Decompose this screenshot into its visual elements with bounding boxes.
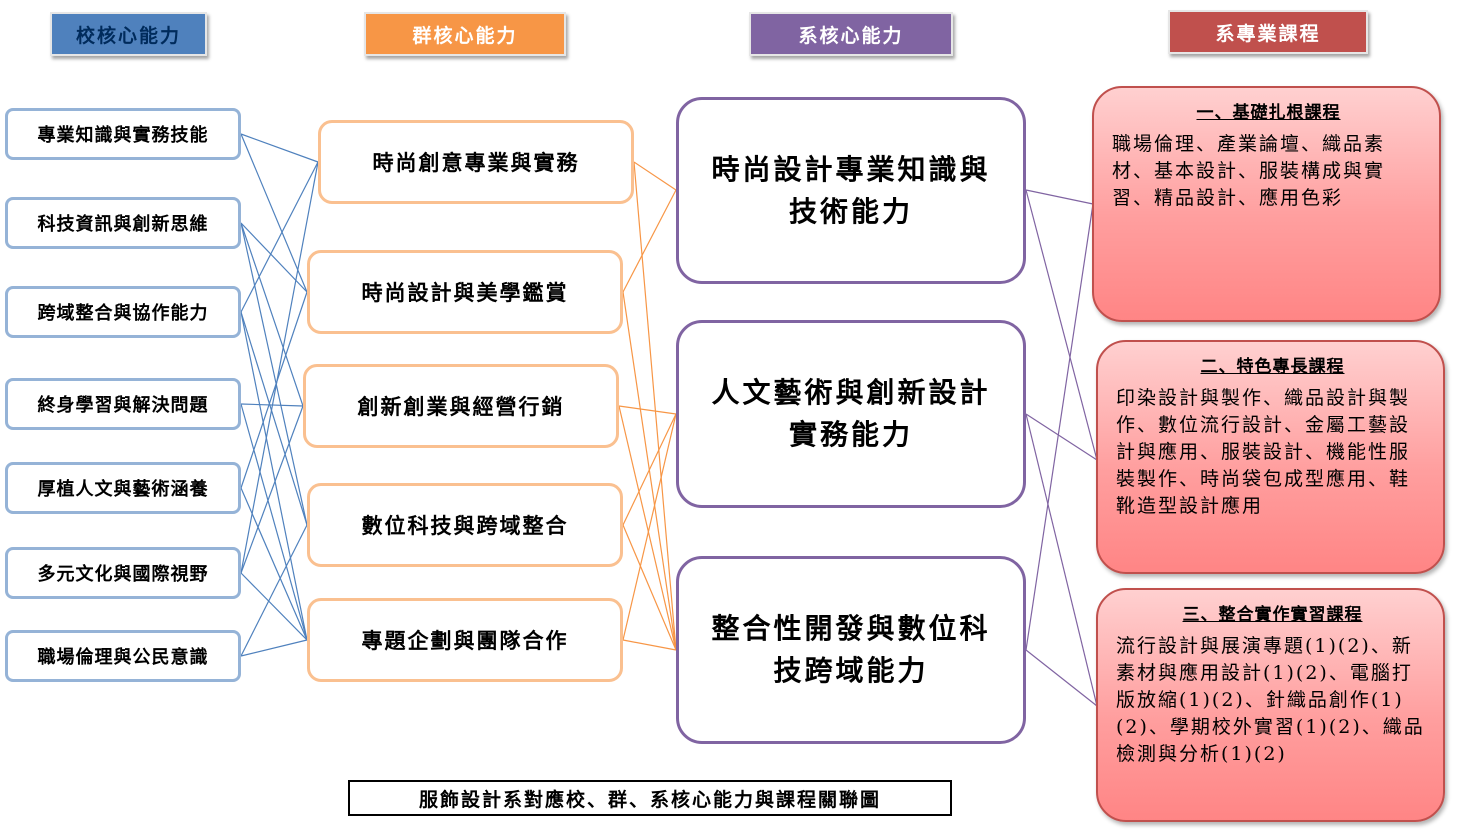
school-competency-box: 厚植人文與藝術涵養 [5,462,241,514]
group-dept-link [622,189,677,293]
course-group-box: 三、整合實作實習課程 流行設計與展演專題(1)(2)、新素材與應用設計(1)(2… [1096,588,1445,822]
school-group-link [240,487,308,641]
header-department-courses: 系專業課程 [1168,10,1368,54]
school-group-link [240,639,308,657]
dept-course-link [1025,649,1098,707]
group-dept-link [618,405,677,415]
school-group-link [240,222,304,407]
dept-course-link [1025,203,1094,651]
school-competency-box: 專業知識與實務技能 [5,108,241,160]
dept-course-link [1025,413,1098,461]
dept-course-link [1025,189,1094,205]
group-dept-link [618,405,677,651]
course-group-box: 二、特色專長課程 印染設計與製作、織品設計與製作、數位流行設計、金屬工藝設計與應… [1096,340,1445,574]
group-dept-link [622,524,677,651]
school-group-link [240,524,308,657]
school-group-link [240,403,308,641]
school-competency-box: 多元文化與國際視野 [5,547,241,599]
course-group-title: 三、整合實作實習課程 [1182,605,1363,625]
school-competency-box: 科技資訊與創新思維 [5,197,241,249]
group-dept-link [622,639,677,651]
course-group-title: 二、特色專長課程 [1200,357,1345,377]
group-dept-link [633,161,677,651]
department-competency-box: 人文藝術與創新設計實務能力 [676,320,1026,508]
school-group-link [240,405,304,574]
school-group-link [240,311,308,641]
school-competency-box: 跨域整合與協作能力 [5,286,241,338]
school-competency-box: 職場倫理與公民意識 [5,630,241,682]
dept-course-link [1025,413,1098,707]
header-school-competency: 校核心能力 [50,12,207,56]
group-competency-box: 專題企劃與團隊合作 [307,598,623,682]
course-group-box: 一、基礎扎根課程 職場倫理、產業論壇、織品素材、基本設計、服裝構成與實習、精品設… [1092,86,1441,322]
group-dept-link [622,413,677,641]
school-group-link [240,133,308,293]
group-competency-box: 數位科技與跨域整合 [307,483,623,567]
group-competency-box: 創新創業與經營行銷 [303,364,619,448]
school-group-link [240,133,319,163]
header-group-competency: 群核心能力 [364,12,566,56]
school-group-link [240,403,304,407]
course-group-list: 職場倫理、產業論壇、織品素材、基本設計、服裝構成與實習、精品設計、應用色彩 [1112,133,1386,209]
school-group-link [240,291,308,489]
course-group-list: 流行設計與展演專題(1)(2)、新素材與應用設計(1)(2)、電腦打版放縮(1)… [1116,635,1425,765]
school-group-link [240,311,308,526]
department-competency-box: 整合性開發與數位科技跨域能力 [676,556,1026,744]
group-competency-box: 時尚創意專業與實務 [318,120,634,204]
group-dept-link [622,291,677,651]
header-department-competency: 系核心能力 [749,12,953,56]
group-dept-link [633,161,677,191]
dept-course-link [1025,189,1098,461]
diagram-caption: 服飾設計系對應校、群、系核心能力與課程關聯圖 [348,780,952,816]
course-group-title: 一、基礎扎根課程 [1196,103,1341,123]
department-competency-box: 時尚設計專業知識與技術能力 [676,97,1026,284]
group-dept-link [622,413,677,526]
school-group-link [240,222,308,293]
school-competency-box: 終身學習與解決問題 [5,378,241,430]
school-group-link [240,222,308,526]
school-group-link [240,572,308,641]
group-competency-box: 時尚設計與美學鑑賞 [307,250,623,334]
course-group-list: 印染設計與製作、織品設計與製作、數位流行設計、金屬工藝設計與應用、服裝設計、機能… [1116,387,1411,517]
